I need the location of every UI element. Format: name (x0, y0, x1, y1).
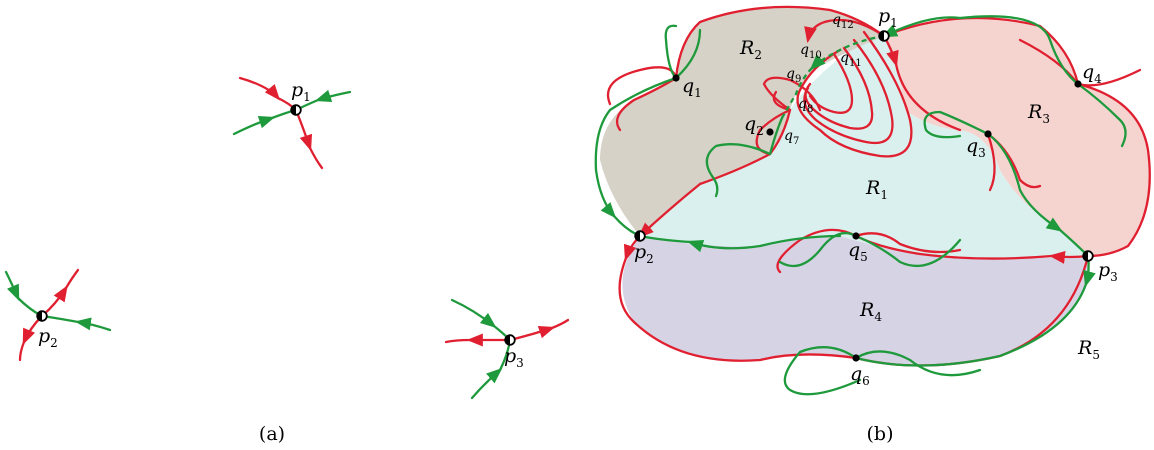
label-q: q (966, 135, 978, 157)
label-q: q (682, 75, 694, 97)
svg-text:q10: q10 (800, 42, 822, 61)
svg-text:q3: q3 (966, 135, 986, 160)
region-r1-fill (640, 36, 1088, 259)
label-sub: 5 (860, 250, 868, 264)
label-sub: 4 (1094, 72, 1102, 86)
q12-label: q12 (832, 12, 854, 31)
label-sub: 6 (862, 374, 870, 388)
caption-a: (a) (259, 423, 285, 445)
label-p: p (1098, 259, 1110, 281)
caption-b: (b) (867, 423, 894, 445)
q11-label: q11 (840, 50, 862, 69)
region-r1-label: R1 (865, 177, 888, 202)
region-r5-label: R5 (1077, 337, 1100, 362)
region-r4-label: R4 (859, 299, 882, 324)
label-q: q (848, 239, 860, 261)
q9-label: q9 (786, 66, 801, 85)
region-r4-fill (622, 236, 1090, 366)
svg-text:q6: q6 (850, 363, 870, 388)
svg-text:p2: p2 (38, 325, 58, 350)
label-sub: 7 (793, 136, 799, 147)
svg-text:q8: q8 (798, 96, 813, 115)
q1-point: q1 (672, 74, 702, 100)
label-p: p (878, 5, 890, 27)
red-boundary-bottom (618, 254, 1090, 367)
label-sub: 1 (694, 86, 702, 100)
label-q: q (786, 66, 795, 82)
label-q: q (1082, 61, 1094, 83)
p1-point-b: p1 (878, 5, 898, 42)
label-sub: 1 (303, 90, 311, 104)
label-sub: 3 (516, 356, 524, 370)
q10-label: q10 (800, 42, 822, 61)
svg-text:q4: q4 (1082, 61, 1102, 86)
q4-point: q4 (1074, 61, 1102, 88)
q8-label: q8 (798, 96, 813, 115)
svg-text:q1: q1 (682, 75, 702, 100)
label-q: q (832, 12, 841, 28)
label-sub: 2 (756, 124, 764, 138)
label-sub: 10 (809, 50, 822, 61)
p1-point: p1 (290, 79, 311, 116)
label-p: p (634, 241, 646, 263)
p3-local-flow (444, 298, 570, 400)
q7-label: q7 (784, 128, 799, 147)
svg-text:p1: p1 (878, 5, 898, 30)
svg-text:p1: p1 (291, 79, 311, 104)
p2-point: p2 (36, 310, 58, 350)
p2-local-flow (4, 268, 112, 362)
svg-text:q12: q12 (832, 12, 854, 31)
q3-point: q3 (966, 130, 992, 160)
label-q: q (784, 128, 793, 144)
label-q: q (850, 363, 862, 385)
label-q: q (798, 96, 807, 112)
svg-text:p3: p3 (1098, 259, 1118, 284)
label-q: q (840, 50, 849, 66)
svg-text:q11: q11 (840, 50, 862, 69)
label-q: q (800, 42, 809, 58)
p3-point-b: p3 (1082, 250, 1118, 284)
label-sub: 2 (646, 252, 654, 266)
label-p: p (291, 79, 303, 101)
label-sub: 9 (795, 74, 801, 85)
panel-b: p1 p2 p3 q1 q2 q3 q4 (594, 5, 1151, 445)
label-sub: 8 (807, 104, 813, 115)
q5-point: q5 (848, 232, 868, 264)
region-r3-label: R3 (1027, 101, 1050, 126)
label-q: q (744, 113, 756, 135)
svg-text:q5: q5 (848, 239, 868, 264)
label-sub: 2 (50, 336, 58, 350)
svg-text:q9: q9 (786, 66, 801, 85)
svg-text:q7: q7 (784, 128, 799, 147)
q2-point: q2 (744, 113, 774, 138)
label-sub: 12 (841, 20, 854, 31)
p2-point-b: p2 (634, 230, 654, 266)
label-sub: 11 (849, 58, 862, 69)
svg-text:p2: p2 (634, 241, 654, 266)
q6-point: q6 (850, 354, 870, 388)
panel-a: p1 p2 p3 (a) (4, 76, 570, 445)
label-p: p (38, 325, 50, 347)
region-r2-label: R2 (739, 37, 762, 62)
red-boundary-left (674, 5, 886, 80)
svg-text:q2: q2 (744, 113, 764, 138)
label-sub: 1 (890, 16, 898, 30)
label-sub: 3 (1110, 270, 1118, 284)
svg-text:p3: p3 (504, 345, 524, 370)
label-p: p (504, 345, 516, 367)
label-sub: 3 (978, 146, 986, 160)
region-r3-fill (884, 18, 1150, 256)
p3-point: p3 (504, 334, 524, 370)
